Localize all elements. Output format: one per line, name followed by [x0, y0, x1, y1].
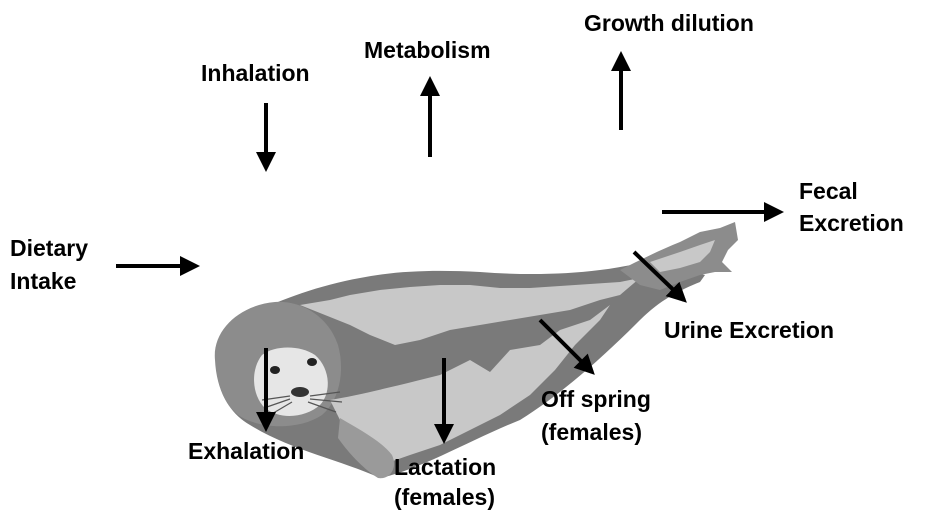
fecal-excretion-label-line2: Excretion — [799, 209, 904, 238]
seal-nose — [291, 387, 309, 397]
inhalation-label: Inhalation — [201, 59, 310, 88]
lactation-label-line2: (females) — [394, 483, 495, 512]
dietary-intake-label-line2: Intake — [10, 267, 76, 296]
dietary-intake-label-line1: Dietary — [10, 234, 88, 263]
exhalation-label: Exhalation — [188, 437, 304, 466]
lactation-label-line1: Lactation — [394, 453, 496, 482]
metabolism-label: Metabolism — [364, 36, 491, 65]
offspring-label-line2: (females) — [541, 418, 642, 447]
urine-excretion-label: Urine Excretion — [664, 316, 834, 345]
fecal-excretion-label-line1: Fecal — [799, 177, 858, 206]
seal-eye-left — [270, 366, 280, 374]
offspring-label-line1: Off spring — [541, 385, 651, 414]
seal-eye-right — [307, 358, 317, 366]
growth-dilution-label: Growth dilution — [584, 9, 754, 38]
